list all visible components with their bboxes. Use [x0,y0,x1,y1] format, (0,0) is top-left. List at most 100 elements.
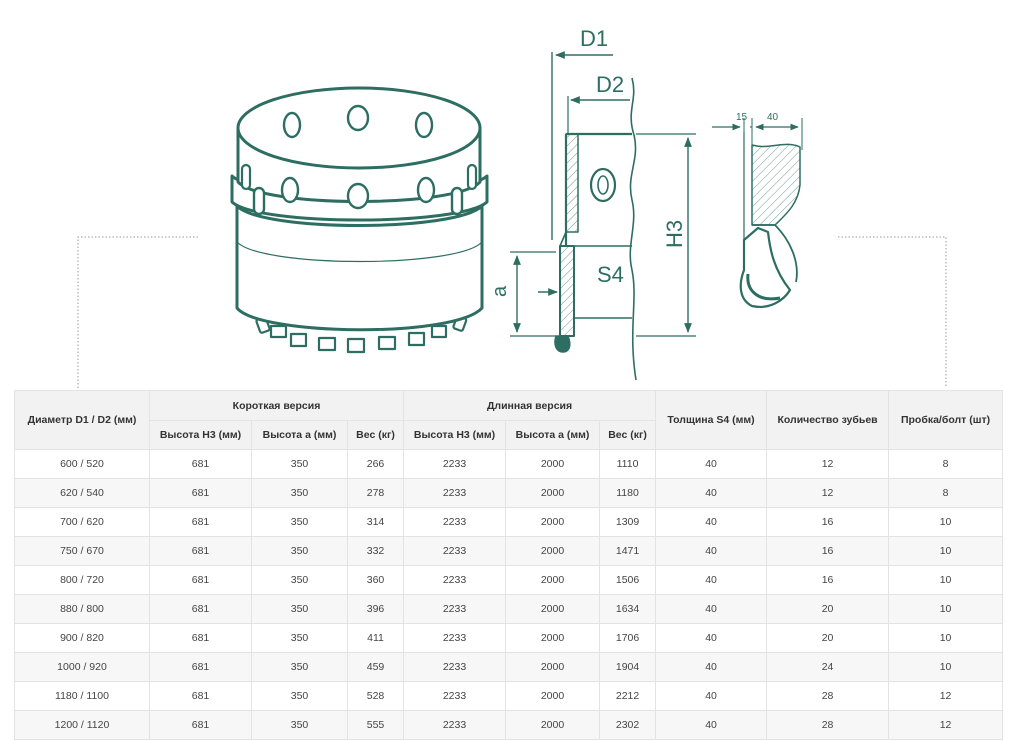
cell-long-weight: 1110 [599,449,657,479]
cell-short-height-a: 350 [251,623,348,653]
cell-short-weight: 528 [346,681,405,711]
cell-long-height-h3: 2233 [403,594,507,624]
barrel-holes [280,104,436,210]
cell-teeth-count: 28 [766,681,890,711]
cell-plugs: 10 [888,507,1004,537]
cell-long-height-a: 2000 [505,536,601,566]
cell-plugs: 12 [888,681,1004,711]
cell-long-height-a: 2000 [505,478,601,508]
cell-plugs: 10 [888,565,1004,595]
label-d2: D2 [596,72,624,97]
cell-long-height-a: 2000 [505,594,601,624]
cell-thickness: 40 [655,623,768,653]
cell-teeth-count: 20 [766,594,890,624]
cell-long-weight: 1180 [599,478,657,508]
cell-short-height-h3: 681 [149,565,252,595]
cell-thickness: 40 [655,594,768,624]
cell-diameter: 880 / 800 [14,594,150,624]
cell-long-weight: 1506 [599,565,657,595]
label-a: a [489,285,511,297]
cell-short-height-a: 350 [251,478,348,508]
cell-teeth-count: 24 [766,652,890,682]
header-long-version: Длинная версия [403,390,657,421]
cell-thickness: 40 [655,536,768,566]
cell-teeth-count: 20 [766,623,890,653]
cell-plugs: 10 [888,623,1004,653]
cell-short-height-a: 350 [251,594,348,624]
header-short-height-h3: Высота Н3 (мм) [149,420,252,450]
cell-long-height-h3: 2233 [403,536,507,566]
header-long-weight: Вес (кг) [599,420,657,450]
cell-long-height-h3: 2233 [403,478,507,508]
cell-short-height-a: 350 [251,681,348,711]
specifications-table: Диаметр D1 / D2 (мм) Короткая версия Дли… [14,390,1004,740]
cell-teeth-count: 16 [766,536,890,566]
cell-teeth-count: 12 [766,478,890,508]
header-thickness: Толщина S4 (мм) [655,390,768,450]
section-view [510,51,696,381]
cell-diameter: 900 / 820 [14,623,150,653]
label-s4: S4 [597,262,624,287]
cell-plugs: 10 [888,536,1004,566]
cell-short-weight: 459 [346,652,405,682]
cell-short-height-h3: 681 [149,681,252,711]
cell-short-height-a: 350 [251,710,348,740]
cell-long-weight: 2302 [599,710,657,740]
header-plugs: Пробка/болт (шт) [888,390,1004,450]
cell-long-height-h3: 2233 [403,565,507,595]
header-diameter: Диаметр D1 / D2 (мм) [14,390,150,450]
cell-long-height-h3: 2233 [403,507,507,537]
header-short-weight: Вес (кг) [346,420,405,450]
cell-long-height-a: 2000 [505,710,601,740]
cell-short-height-h3: 681 [149,623,252,653]
product-drawing: D1 D2 H3 a S4 15 40 [77,26,947,388]
cell-short-weight: 555 [346,710,405,740]
cell-short-weight: 314 [346,507,405,537]
cell-diameter: 1180 / 1100 [14,681,150,711]
cell-short-height-h3: 681 [149,652,252,682]
tooth-detail [712,118,803,308]
cell-long-height-a: 2000 [505,565,601,595]
cell-short-height-a: 350 [251,565,348,595]
cell-short-weight: 411 [346,623,405,653]
label-dim-40: 40 [767,112,779,123]
cell-teeth-count: 16 [766,507,890,537]
cell-diameter: 1200 / 1120 [14,710,150,740]
cell-thickness: 40 [655,449,768,479]
cell-long-height-a: 2000 [505,449,601,479]
cell-long-height-h3: 2233 [403,710,507,740]
cell-short-height-h3: 681 [149,449,252,479]
cell-short-height-h3: 681 [149,536,252,566]
cell-diameter: 750 / 670 [14,536,150,566]
table-header: Диаметр D1 / D2 (мм) Короткая версия Дли… [14,390,1004,450]
barrel-body [235,204,484,332]
cell-plugs: 10 [888,594,1004,624]
cell-short-height-h3: 681 [149,710,252,740]
cell-teeth-count: 16 [766,565,890,595]
cell-teeth-count: 28 [766,710,890,740]
cell-diameter: 700 / 620 [14,507,150,537]
core-barrel-illustration [230,86,489,354]
cell-short-height-a: 350 [251,652,348,682]
cell-long-height-a: 2000 [505,681,601,711]
cell-thickness: 40 [655,652,768,682]
cell-short-height-a: 350 [251,507,348,537]
cell-short-height-h3: 681 [149,594,252,624]
cell-long-weight: 1706 [599,623,657,653]
header-long-height-h3: Высота Н3 (мм) [403,420,507,450]
cell-long-weight: 1904 [599,652,657,682]
cell-short-weight: 266 [346,449,405,479]
leader-lines [77,236,947,388]
cell-plugs: 8 [888,449,1004,479]
cell-short-weight: 360 [346,565,405,595]
cell-long-height-h3: 2233 [403,623,507,653]
